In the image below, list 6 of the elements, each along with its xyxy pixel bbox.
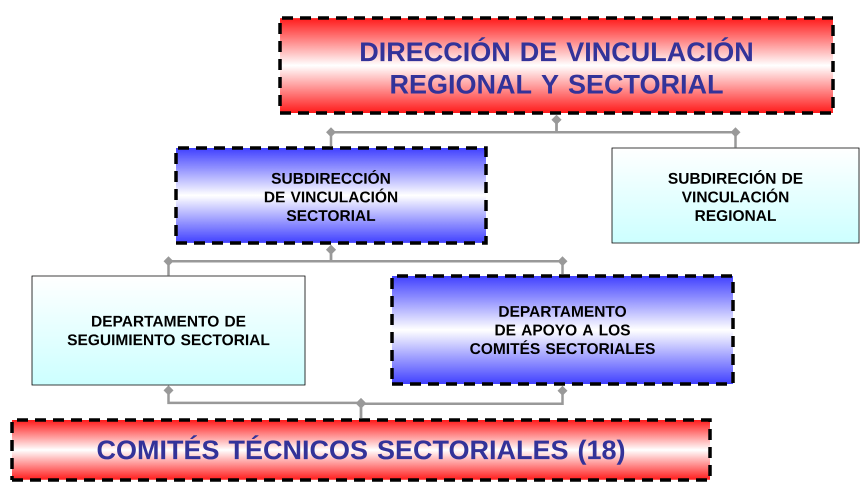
unit-box: DEPARTAMENTO DE SEGUIMIENTO SECTORIAL [32, 276, 306, 386]
title-box: DIRECCIÓN DE VINCULACIÓN REGIONAL Y SECTORIAL [278, 16, 835, 115]
unit-box: SUBDIRECCIÓN DE VINCULACIÓN SECTORIAL [174, 146, 488, 245]
unit-box: SUBDIRECIÓN DE VINCULACIÓN REGIONAL [612, 148, 860, 244]
unit-box: DEPARTAMENTO DE APOYO A LOS COMITÉS SECTORIALES [390, 274, 735, 386]
title-box: COMITÉS TÉCNICOS SECTORIALES (18) [10, 418, 712, 482]
